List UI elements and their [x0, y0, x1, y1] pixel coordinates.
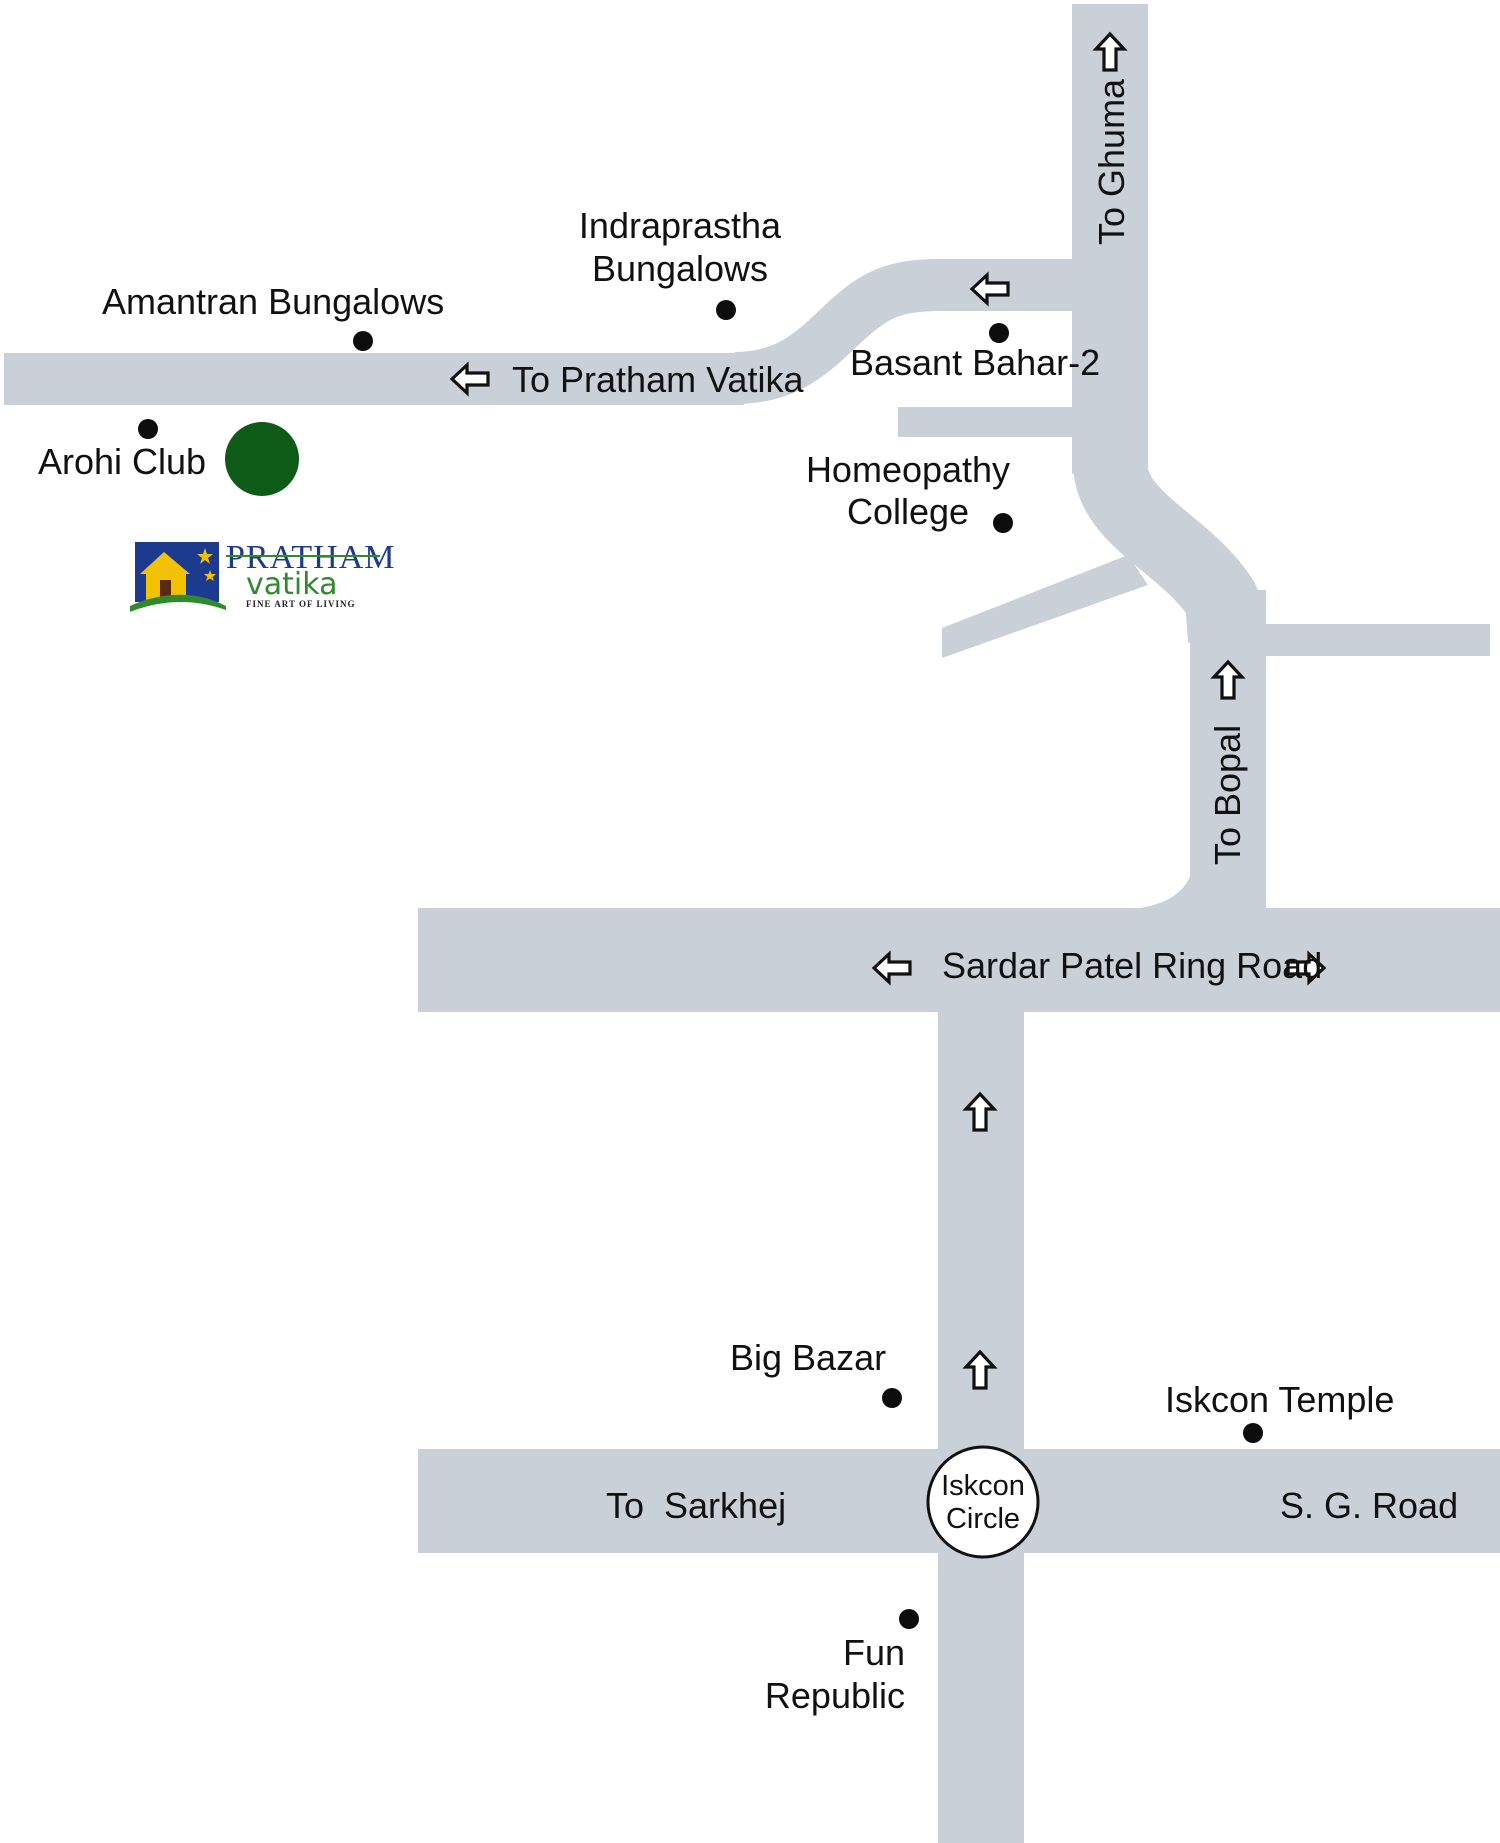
pratham-vatika-logo: PRATHAM vatika FINE ART OF LIVING: [130, 539, 395, 612]
road-branch-homeopathy: [942, 555, 1148, 658]
landmark-big-bazar: Big Bazar: [730, 1337, 886, 1378]
road-diagonal-connector: [1073, 458, 1262, 643]
landmark-fun-republic-line1: Fun: [843, 1632, 905, 1673]
road-label-to-sarkhej: To Sarkhej: [606, 1485, 786, 1526]
landmark-indraprastha-line2: Bungalows: [592, 248, 768, 289]
iskcon-circle-label-line1: Iskcon: [941, 1470, 1025, 1502]
project-location-marker-icon: [225, 422, 299, 496]
logo-sub: vatika: [246, 567, 337, 602]
road-label-to-bopal: To Bopal: [1207, 725, 1248, 865]
road-sardar-patel-ring: [418, 908, 1500, 1012]
landmark-homeopathy-line1: Homeopathy: [806, 449, 1010, 490]
road-label-sg-road: S. G. Road: [1280, 1485, 1458, 1526]
landmark-indraprastha-line1: Indraprastha: [579, 205, 782, 246]
logo-name: PRATHAM: [226, 539, 395, 576]
road-bopal-join: [1110, 850, 1266, 910]
landmark-fun-republic-line2: Republic: [765, 1675, 905, 1716]
landmarks: Amantran Bungalows Indraprastha Bungalow…: [38, 205, 1394, 1716]
landmark-iskcon-temple: Iskcon Temple: [1165, 1379, 1394, 1420]
road-label-sardar-patel-ring-road: Sardar Patel Ring Road: [942, 945, 1322, 986]
landmark-dot-icon: [989, 323, 1009, 343]
landmark-dot-icon: [138, 419, 158, 439]
road-label-to-pratham-vatika: To Pratham Vatika: [512, 359, 804, 400]
iskcon-circle: Iskcon Circle: [926, 1445, 1040, 1559]
landmark-amantran-bungalows: Amantran Bungalows: [102, 281, 444, 322]
road-curve-to-ghuma: [734, 259, 1080, 404]
road-labels: To Pratham Vatika To Ghuma To Bopal Sard…: [512, 78, 1458, 1526]
landmark-dot-icon: [899, 1609, 919, 1629]
road-north-from-iskcon: [938, 1008, 1024, 1843]
road-to-ghuma: [1072, 4, 1148, 474]
landmark-dot-icon: [353, 331, 373, 351]
landmark-dot-icon: [716, 300, 736, 320]
landmark-dot-icon: [1243, 1423, 1263, 1443]
landmark-homeopathy-line2: College: [847, 491, 969, 532]
landmark-dot-icon: [882, 1388, 902, 1408]
road-stub-basant: [898, 407, 1078, 437]
logo-tagline: FINE ART OF LIVING: [246, 599, 355, 609]
landmark-arohi-club: Arohi Club: [38, 441, 206, 482]
iskcon-circle-label-line2: Circle: [946, 1503, 1020, 1535]
landmark-basant-bahar-2: Basant Bahar-2: [850, 342, 1100, 383]
road-to-pratham-vatika: [4, 353, 744, 405]
road-branch-right: [1262, 624, 1490, 656]
road-label-to-ghuma: To Ghuma: [1091, 78, 1132, 245]
landmark-dot-icon: [993, 513, 1013, 533]
